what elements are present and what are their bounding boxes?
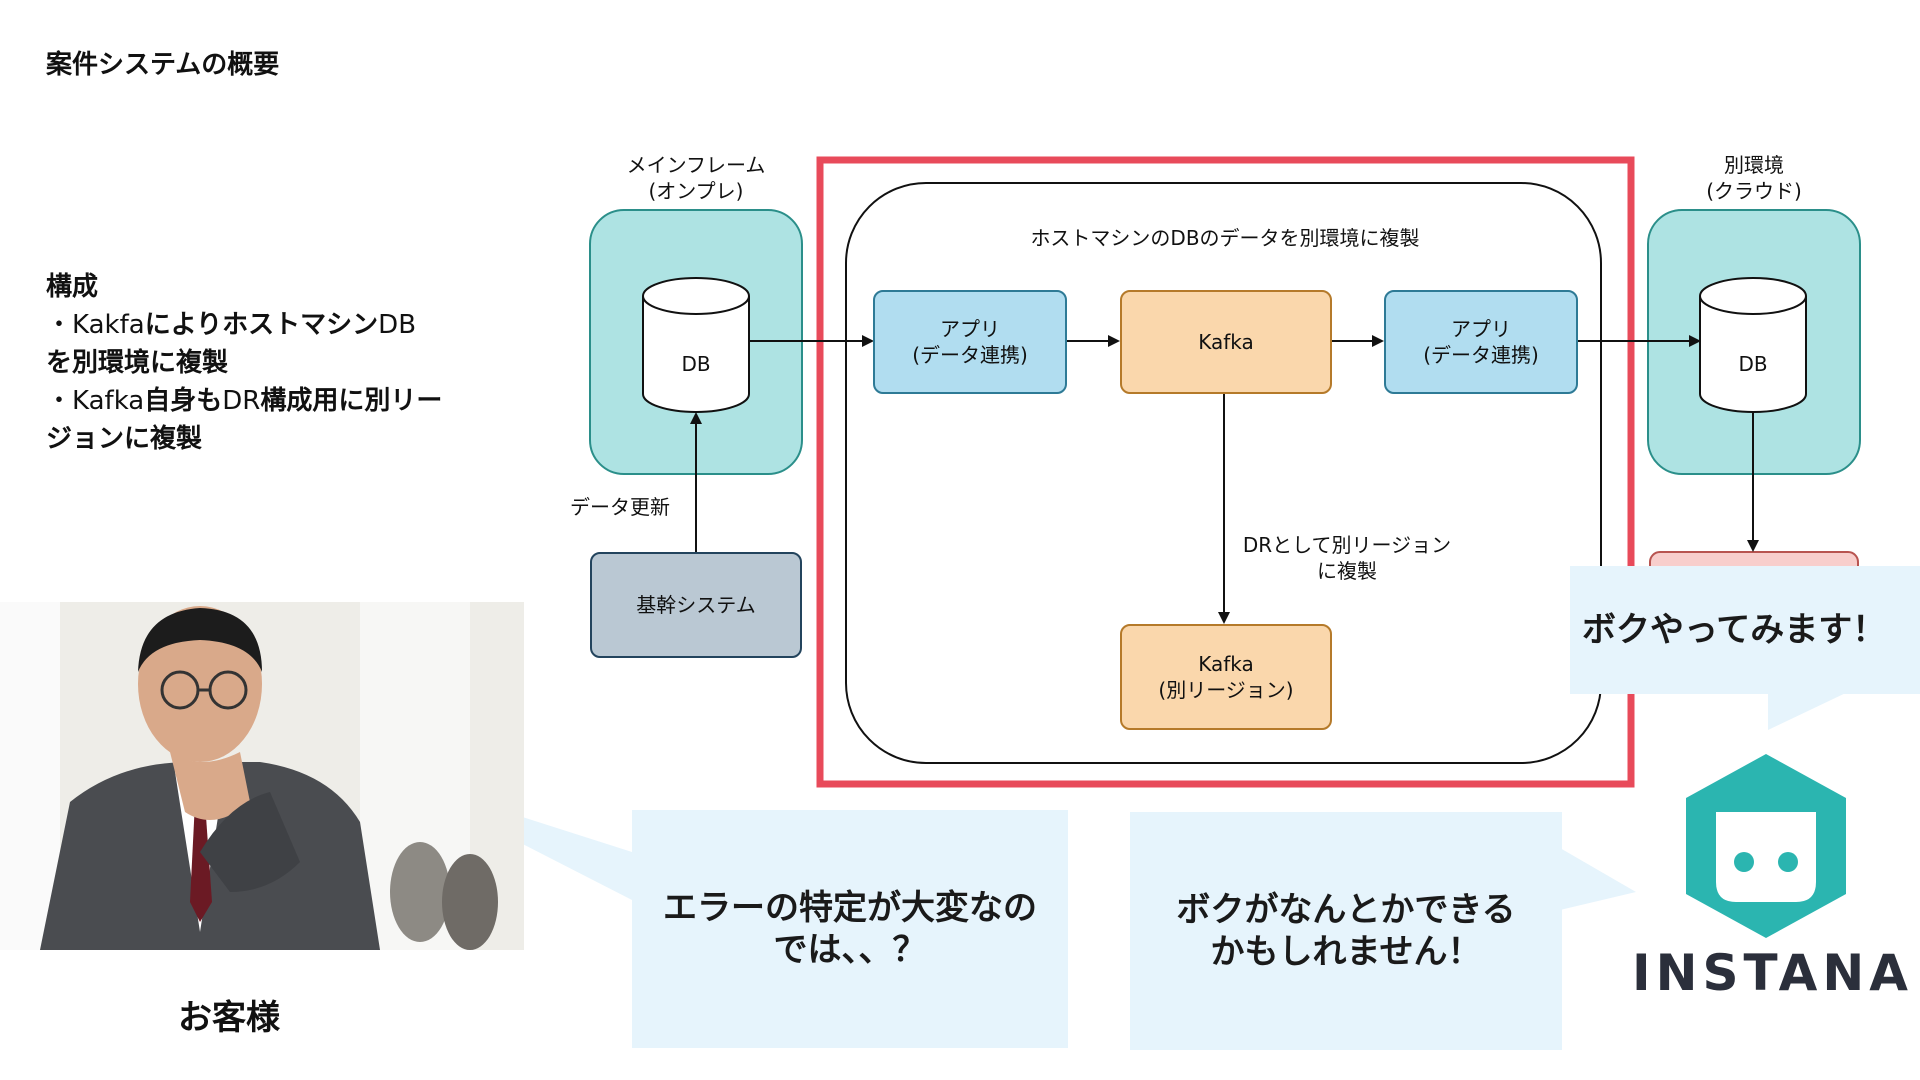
db-cylinder-right [1699, 277, 1807, 413]
db-label-right: DB [1738, 352, 1768, 376]
description-heading: 構成 [46, 272, 99, 302]
app-box-right: アプリ(データ連携) [1384, 290, 1578, 394]
cloud-env-label: 別環境(クラウド) [1706, 153, 1802, 203]
group-title: ホストマシンのDBのデータを別環境に複製 [1030, 226, 1420, 250]
slide-title: 案件システムの概要 [46, 50, 280, 80]
data-update-label: データ更新 [570, 495, 670, 519]
kafka-dr-box: Kafka(別リージョン) [1120, 624, 1332, 730]
db-label-left: DB [681, 352, 711, 376]
replication-group [845, 182, 1602, 764]
dr-replication-label: DRとして別リージョンに複製 [1242, 533, 1452, 583]
bot-speech-bubble: ボクがなんとかできるかもしれません！ [1130, 812, 1562, 1050]
kafka-box: Kafka [1120, 290, 1332, 394]
customer-speech-bubble: エラーの特定が大変なのでは、、？ [632, 810, 1068, 1048]
bot-bubble-tail [1560, 848, 1636, 910]
top-bubble-tail [1768, 690, 1852, 730]
app-box-left: アプリ(データ連携) [873, 290, 1067, 394]
customer-label: お客様 [178, 998, 280, 1038]
instana-robot-logo [1676, 752, 1856, 940]
description-bullet-2: ・Kafka自身もDR構成用に別リージョンに複製 [46, 386, 443, 454]
thinking-businessman-photo [0, 602, 524, 950]
core-system-box: 基幹システム [590, 552, 802, 658]
mainframe-label: メインフレーム(オンプレ) [626, 153, 766, 203]
instana-wordmark: INSTANA [1632, 944, 1913, 1002]
bot-top-speech-bubble: ボクやってみます！ [1570, 566, 1920, 694]
highlight-frame [816, 156, 1635, 788]
db-cylinder-left [642, 277, 750, 413]
